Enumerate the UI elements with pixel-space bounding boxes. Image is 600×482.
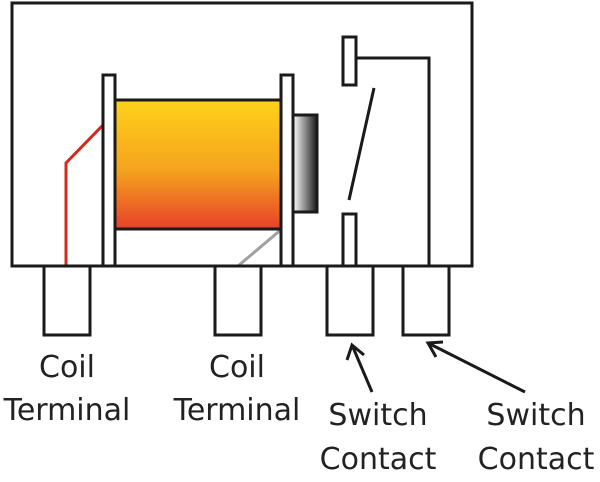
coil-winding	[113, 98, 283, 231]
switch-contact-2-label-line2: Contact	[478, 442, 595, 477]
coil-terminal-1-label-line2: Terminal	[3, 393, 131, 428]
coil-terminal-1-label-line1: Coil	[39, 350, 95, 385]
coil-terminal-2-label-line2: Terminal	[173, 393, 301, 428]
armature-core	[291, 113, 319, 214]
switch-contact-pin-1	[325, 264, 375, 337]
bobbin-flange-left	[101, 73, 117, 268]
lower-contact	[341, 212, 358, 268]
coil-terminal-pin-2	[213, 264, 263, 337]
coil-terminal-2-label-line1: Coil	[209, 350, 265, 385]
switch-contact-1-label-line2: Contact	[320, 442, 437, 477]
switch-contact-2-label-line1: Switch	[486, 398, 585, 433]
contact-lead-wire	[356, 56, 431, 266]
switch-contact-1-label-line1: Switch	[328, 398, 427, 433]
switch-lever	[347, 87, 376, 201]
upper-contact	[341, 35, 358, 87]
switch-contact-pin-2	[401, 264, 451, 337]
arrow-switch-contact-1	[345, 342, 374, 393]
coil-terminal-pin-1	[42, 264, 92, 337]
arrow-switch-contact-2	[425, 340, 526, 394]
return-wire	[237, 226, 284, 268]
bobbin-flange-right	[279, 73, 295, 268]
coil-wire	[64, 123, 105, 266]
